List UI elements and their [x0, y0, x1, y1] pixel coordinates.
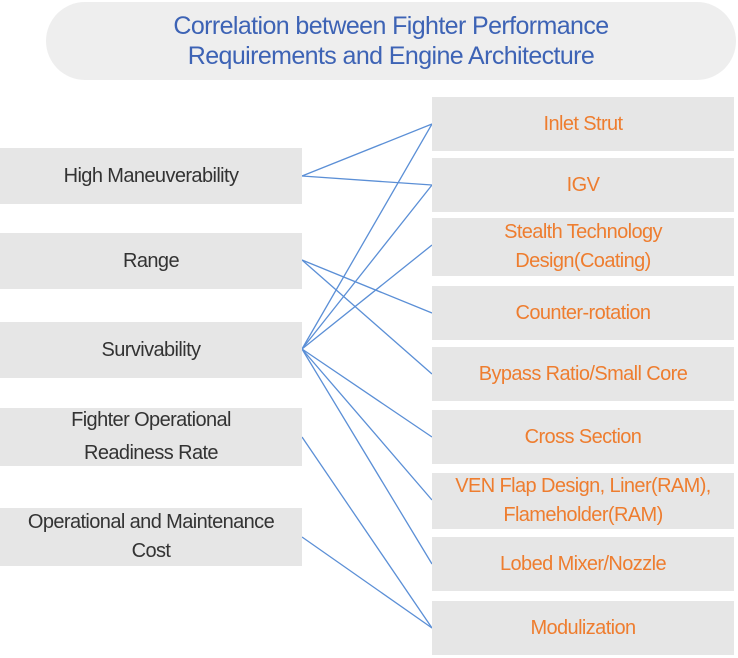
requirement-label-line-1: Operational and Maintenance: [27, 511, 275, 533]
requirement-label: High Maneuverability: [63, 164, 239, 187]
architecture-modulization: Modulization: [432, 601, 734, 655]
architecture-stealth-technology: Stealth Technology Design(Coating): [432, 218, 734, 276]
architecture-cross-section: Cross Section: [432, 410, 734, 464]
requirement-survivability: Survivability: [0, 322, 302, 378]
link-maneuverability-igv: [301, 175, 433, 186]
link-survivability-ven-flap: [301, 348, 433, 501]
architecture-ven-flap-design: VEN Flap Design, Liner(RAM), Flameholder…: [432, 473, 734, 529]
architecture-label: Lobed Mixer/Nozzle: [500, 552, 667, 575]
requirement-operational-maintenance-cost: Operational and Maintenance Cost: [0, 508, 302, 566]
architecture-label: Counter-rotation: [515, 301, 652, 324]
link-survivability-lobed-mixer: [301, 348, 433, 565]
architecture-label-line-2: Flameholder(RAM): [503, 504, 663, 526]
architecture-igv: IGV: [432, 158, 734, 212]
requirement-label-line-2: Cost: [131, 540, 171, 562]
link-survivability-inlet-strut: [301, 123, 433, 350]
link-readiness-modulization: [301, 436, 433, 629]
architecture-label: IGV: [566, 173, 600, 196]
architecture-lobed-mixer-nozzle: Lobed Mixer/Nozzle: [432, 537, 734, 591]
architecture-bypass-ratio-small-core: Bypass Ratio/Small Core: [432, 347, 734, 401]
architecture-label-line-1: VEN Flap Design, Liner(RAM),: [455, 475, 711, 497]
link-maneuverability-inlet-strut: [301, 123, 433, 177]
architecture-label-line-2: Design(Coating): [515, 250, 651, 272]
requirement-label-line-1: Fighter Operational: [71, 409, 231, 431]
title-line-2: Requirements and Engine Architecture: [187, 42, 595, 70]
diagram-title: Correlation between Fighter Performance …: [46, 2, 736, 80]
architecture-counter-rotation: Counter-rotation: [432, 286, 734, 340]
link-survivability-stealth: [301, 244, 433, 350]
architecture-label: Cross Section: [524, 425, 642, 448]
architecture-label: Inlet Strut: [543, 112, 624, 135]
requirement-operational-readiness: Fighter Operational Readiness Rate: [0, 408, 302, 466]
title-line-1: Correlation between Fighter Performance: [173, 12, 609, 40]
requirement-label: Range: [123, 249, 180, 272]
architecture-inlet-strut: Inlet Strut: [432, 97, 734, 151]
architecture-label: Modulization: [530, 616, 636, 639]
link-range-counter-rotation: [301, 259, 433, 314]
link-survivability-cross-section: [301, 348, 433, 438]
link-cost-modulization: [301, 536, 433, 629]
requirement-label-line-2: Readiness Rate: [84, 442, 219, 464]
architecture-label: Bypass Ratio/Small Core: [478, 362, 688, 385]
link-range-bypass-ratio: [301, 259, 433, 375]
architecture-label-line-1: Stealth Technology: [504, 221, 662, 243]
requirement-label: Survivability: [101, 338, 202, 361]
link-survivability-igv: [301, 184, 433, 350]
requirement-range: Range: [0, 233, 302, 289]
requirement-high-maneuverability: High Maneuverability: [0, 148, 302, 204]
